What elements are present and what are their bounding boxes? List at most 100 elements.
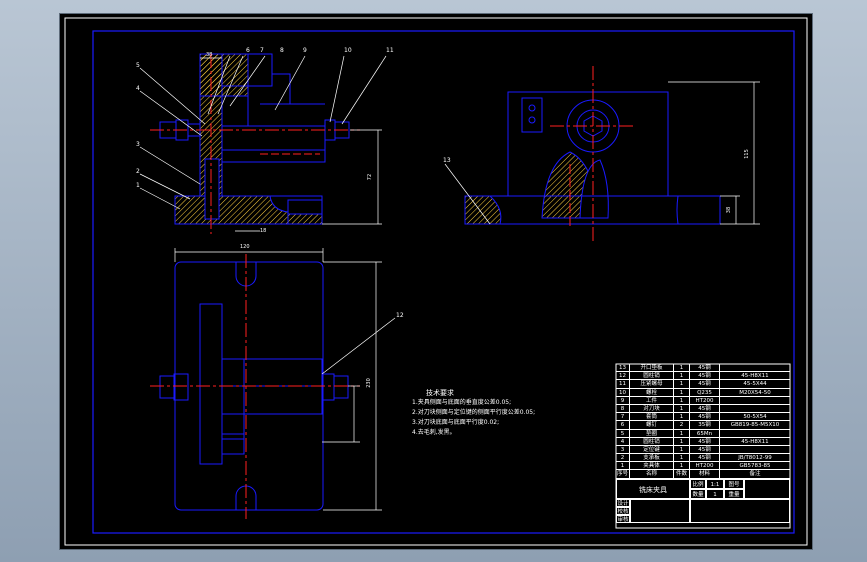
callout-9: 9: [303, 47, 307, 54]
bom-cell-qty: 1: [674, 388, 690, 396]
tech-line-2: 2.对刀块侧面与定位键的侧面平行度公差0.05;: [412, 409, 536, 416]
bom-cell-mat: HT200: [690, 462, 720, 470]
bom-cell-mat: 45钢: [690, 372, 720, 380]
bom-cell-std: [720, 397, 790, 404]
bom-cell-std: [720, 364, 790, 371]
bom-cell-no: 10: [616, 388, 630, 396]
bom-cell-no: 5: [616, 429, 630, 437]
bill-of-materials: [615, 363, 791, 529]
bom-cell-mat: 45钢: [690, 380, 720, 388]
bom-cell-qty: 1: [674, 445, 690, 454]
tech-requirements: 技术要求 1.夹具侧面与底面的垂直度公差0.05; 2.对刀块侧面与定位键的侧面…: [412, 388, 535, 438]
bom-cell-name: 圆柱销: [630, 372, 674, 380]
bom-cell-name: 套筒: [630, 413, 674, 421]
callout-5: 5: [136, 62, 140, 69]
bom-cell-no: 11: [616, 380, 630, 388]
bom-cell-std: [720, 405, 790, 412]
callout-2: 2: [136, 168, 140, 175]
callout-13: 13: [443, 157, 451, 164]
bom-cell-no: 7: [616, 413, 630, 421]
bom-cell-name: 开口垫板: [630, 364, 674, 372]
cad-drawing: [64, 17, 808, 546]
text-layer: 6 7 8 9 10 11 5 4 3 2 1 13 12 38 72 18 1…: [60, 14, 812, 549]
bom-cell-no: 3: [616, 445, 630, 454]
inner-border: [92, 30, 795, 534]
bom-cell-std: 50-5X54: [743, 414, 767, 421]
bom-cell-name: 螺栓: [630, 388, 674, 396]
dim-height-right: 72: [367, 173, 374, 181]
dim-plan-height: 230: [365, 378, 372, 388]
bom-cell-std: 备注: [749, 471, 761, 478]
callout-4: 4: [136, 85, 140, 92]
title-block-name: 铣床夹具: [616, 478, 690, 499]
bom-cell-qty: 1: [674, 372, 690, 380]
bom-cell-std: 45-H8X11: [741, 438, 769, 445]
callout-1: 1: [136, 182, 140, 189]
bom-header-row: 序号名称件数材料备注: [616, 470, 790, 479]
title-block-design: 设计: [616, 498, 630, 507]
bom-cell-no: 8: [616, 404, 630, 413]
bom-cell-mat: 45钢: [690, 437, 720, 445]
bom-cell-no: 1: [616, 462, 630, 470]
callout-10: 10: [344, 47, 352, 54]
bom-cell-no: 12: [616, 372, 630, 380]
bom-cell-name: 对刀块: [630, 404, 674, 413]
bom-cell-qty: 1: [674, 364, 690, 372]
bom-cell-name: 夹具体: [630, 462, 674, 470]
side-view: [444, 66, 760, 244]
bom-cell-mat: Q235: [690, 388, 720, 396]
bom-cell-no: 13: [616, 364, 630, 372]
bom-cell-qty: 1: [674, 437, 690, 445]
bom-cell-mat: 材料: [690, 470, 720, 478]
bom-cell-qty: 1: [674, 454, 690, 462]
bom-cell-no: 9: [616, 396, 630, 404]
tech-requirements-title: 技术要求: [426, 389, 454, 397]
bom-cell-no: 6: [616, 421, 630, 429]
tech-line-4: 4.去毛刺,发黑。: [412, 429, 456, 436]
drawing-canvas[interactable]: 6 7 8 9 10 11 5 4 3 2 1 13 12 38 72 18 1…: [60, 14, 812, 549]
bom-cell-mat: 45钢: [690, 445, 720, 454]
bom-cell-std: 45-H8X11: [741, 373, 769, 380]
title-block-weight-label: 重量: [724, 488, 744, 499]
callout-8: 8: [280, 47, 284, 54]
title-block-approve: 审核: [616, 514, 630, 523]
tech-line-3: 3.对刀块底面与底面平行度0.02;: [412, 419, 500, 426]
title-block-blank: [744, 478, 790, 499]
bom-cell-name: 垫圈: [630, 429, 674, 437]
bom-cell-name: 工件: [630, 396, 674, 404]
callout-11: 11: [386, 47, 394, 54]
bom-cell-mat: 45钢: [690, 404, 720, 413]
bom-cell-qty: 1: [674, 380, 690, 388]
bom-cell-std: [720, 430, 790, 437]
callout-7: 7: [260, 47, 264, 54]
title-block-company: [690, 498, 790, 523]
front-section-view: [150, 53, 382, 234]
callout-3: 3: [136, 141, 140, 148]
bom-cell-no: 4: [616, 437, 630, 445]
bom-cell-no: 2: [616, 454, 630, 462]
title-block-signatures: [630, 498, 690, 523]
bom-cell-std: JB/T8012-99: [738, 455, 772, 462]
callout-12: 12: [396, 312, 404, 319]
title-block-check: 校核: [616, 506, 630, 515]
bom-cell-name: 压紧螺母: [630, 380, 674, 388]
dim-base-slot: 18: [260, 228, 267, 234]
dim-plan-width: 120: [240, 244, 250, 250]
title-block-scale-label: 比例: [690, 478, 706, 489]
plan-view: [150, 248, 396, 519]
bom-cell-std: [720, 446, 790, 453]
bom-cell-std: M20X54-50: [739, 389, 771, 396]
dim-side-base: 38: [726, 206, 733, 214]
bom-cell-qty: 1: [674, 396, 690, 404]
tech-line-1: 1.夹具侧面与底面的垂直度公差0.05;: [412, 399, 512, 406]
